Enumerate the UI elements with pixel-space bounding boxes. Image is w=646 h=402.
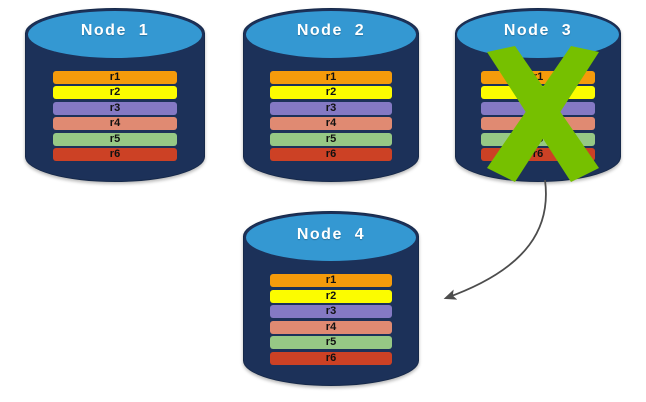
row-r2[interactable]: r2 xyxy=(270,86,392,100)
node-1[interactable]: Node 1 r1 r2 r3 r4 r5 r6 xyxy=(25,8,205,182)
row-r3[interactable]: r3 xyxy=(52,101,178,115)
node-1-cylinder-top xyxy=(27,10,203,58)
row-r1[interactable]: r1 xyxy=(480,70,596,84)
row-r2[interactable]: r2 xyxy=(270,289,392,303)
failover-arrow-path xyxy=(443,179,547,300)
row-r4[interactable]: r4 xyxy=(270,320,392,334)
row-r1[interactable]: r1 xyxy=(270,274,392,287)
node-2-cylinder-top xyxy=(245,10,417,58)
row-r1[interactable]: r1 xyxy=(52,70,178,84)
row-r5[interactable]: r5 xyxy=(52,132,178,146)
node-4-cylinder-top xyxy=(245,213,417,261)
row-r2[interactable]: r2 xyxy=(480,86,596,100)
row-r4[interactable]: r4 xyxy=(480,117,596,131)
row-r5[interactable]: r5 xyxy=(270,336,392,350)
node-1-rows: r1 r2 r3 r4 r5 r6 xyxy=(52,70,178,162)
node-4-rows: r1 r2 r3 r4 r5 r6 xyxy=(270,274,392,365)
row-r6[interactable]: r6 xyxy=(270,148,392,162)
row-r3[interactable]: r3 xyxy=(270,305,392,319)
node-2-rows: r1 r2 r3 r4 r5 r6 xyxy=(270,70,392,162)
node-2[interactable]: Node 2 r1 r2 r3 r4 r5 r6 xyxy=(243,8,419,182)
row-r4[interactable]: r4 xyxy=(270,117,392,131)
node-1-title: Node 1 xyxy=(80,22,150,40)
row-r5[interactable]: r5 xyxy=(480,132,596,146)
node-3-title: Node 3 xyxy=(503,22,573,40)
row-r6[interactable]: r6 xyxy=(52,148,178,162)
node-4[interactable]: Node 4 r1 r2 r3 r4 r5 r6 xyxy=(243,211,419,386)
row-r4[interactable]: r4 xyxy=(52,117,178,131)
row-r6[interactable]: r6 xyxy=(270,351,392,365)
row-r6[interactable]: r6 xyxy=(480,148,596,162)
node-2-title: Node 2 xyxy=(296,22,366,40)
node-3-rows: r1 r2 r3 r4 r5 r6 xyxy=(480,70,596,162)
node-4-title: Node 4 xyxy=(296,225,366,243)
node-3[interactable]: Node 3 r1 r2 r3 r4 r5 r6 xyxy=(455,8,621,182)
row-r3[interactable]: r3 xyxy=(480,101,596,115)
row-r3[interactable]: r3 xyxy=(270,101,392,115)
row-r1[interactable]: r1 xyxy=(270,70,392,84)
row-r2[interactable]: r2 xyxy=(52,86,178,100)
row-r5[interactable]: r5 xyxy=(270,132,392,146)
